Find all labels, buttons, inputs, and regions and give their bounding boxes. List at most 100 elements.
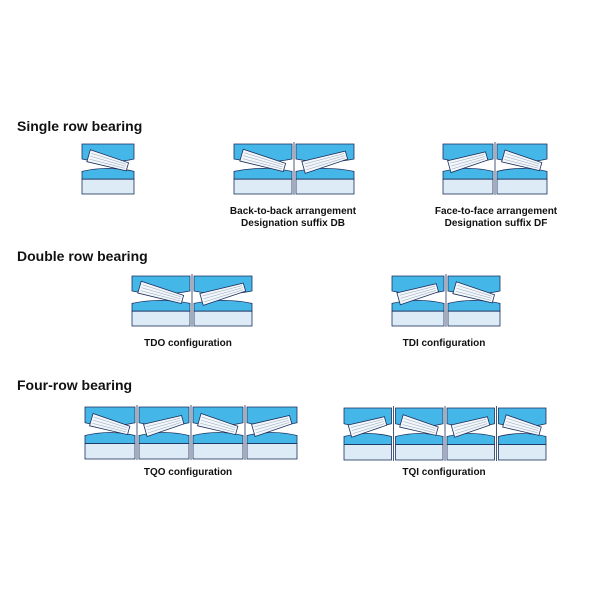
roller-shading [89, 159, 125, 169]
roller-shading [94, 416, 128, 428]
row-2 [191, 274, 253, 327]
roller-shading [451, 156, 485, 167]
roller-shading [400, 288, 436, 299]
caption-df: Face-to-face arrangement Designation suf… [435, 206, 557, 230]
row-3 [190, 405, 244, 460]
roller-shading [352, 423, 385, 434]
roller-shading [203, 287, 243, 300]
roller-shading [202, 416, 236, 428]
bearing-tdi [391, 274, 501, 327]
bore-race [193, 310, 253, 327]
roller-shading [306, 157, 346, 171]
row-1 [81, 143, 135, 195]
caption-tqi: TQI configuration [402, 467, 485, 479]
roller-shading [141, 287, 181, 300]
roller-shading [255, 420, 289, 431]
row-1 [84, 406, 136, 460]
roller-shading [148, 422, 182, 434]
roller-shading [505, 424, 538, 433]
roller-shading [147, 420, 181, 431]
caption-tdi: TDI configuration [403, 338, 486, 350]
row-2 [293, 142, 355, 195]
row-2 [494, 142, 548, 195]
roller-shading [506, 421, 539, 431]
roller-shading [243, 155, 283, 168]
roller-shading [256, 422, 290, 434]
roller-shading [402, 424, 435, 433]
roller-shading [140, 290, 181, 302]
bore-race [246, 443, 298, 460]
row-3 [444, 406, 495, 461]
heading-double-row: Double row bearing [17, 248, 148, 264]
roller-shading [506, 153, 540, 165]
roller-shading [404, 418, 436, 429]
roller-shading [200, 423, 235, 433]
bore-race [343, 444, 392, 461]
roller-shading [504, 159, 539, 169]
row-2 [136, 405, 190, 460]
roller-shading [91, 153, 127, 165]
roller-shading [351, 421, 384, 431]
caption-df-line-2: Designation suffix DF [444, 218, 548, 229]
heading-four-row: Four-row bearing [17, 377, 133, 393]
bearing-tqi [343, 406, 547, 461]
roller-shading [454, 421, 487, 431]
bore-race [138, 443, 190, 460]
roller-shading [142, 284, 182, 298]
caption-tqi-line-1: TQI configuration [402, 467, 486, 478]
bore-race [81, 178, 135, 195]
roller-shading [452, 158, 486, 170]
bore-race [442, 178, 494, 195]
bearing-single-row [81, 143, 135, 195]
roller-shading [455, 423, 488, 434]
bore-race [446, 444, 495, 461]
roller-shading [201, 420, 235, 431]
bore-race [233, 178, 293, 195]
caption-db-line-2: Designation suffix DB [241, 218, 345, 229]
roller-shading [455, 291, 491, 301]
bore-race [496, 178, 548, 195]
roller-shading [401, 290, 437, 302]
caption-db-line-1: Back-to-back arrangement [229, 206, 357, 217]
roller-shading [505, 156, 539, 167]
roller-shading [92, 423, 127, 433]
roller-shading [146, 417, 181, 427]
bore-race [395, 444, 444, 461]
bearing-tdo [131, 274, 253, 327]
bore-race [84, 443, 136, 460]
roller-shading [93, 420, 127, 431]
bore-race [192, 443, 244, 460]
caption-tqo-line-1: TQO configuration [143, 467, 233, 478]
roller-shading [456, 288, 492, 299]
roller-shading [242, 158, 283, 170]
caption-tqo: TQO configuration [144, 467, 232, 479]
roller-shading [305, 155, 345, 168]
roller-shading [254, 417, 289, 427]
row-2 [393, 406, 444, 461]
roller-shading [204, 289, 244, 303]
bore-race [447, 310, 501, 327]
roller-shading [90, 156, 126, 167]
roller-shading [507, 418, 539, 429]
caption-df-line-1: Face-to-face arrangement [434, 206, 558, 217]
bore-race [295, 178, 355, 195]
roller-shading [304, 153, 345, 165]
heading-single-row: Single row bearing [17, 118, 143, 134]
bearing-tqo [84, 405, 298, 460]
roller-shading [399, 286, 435, 296]
bore-race [131, 310, 191, 327]
row-2 [445, 274, 501, 327]
roller-shading [403, 421, 436, 431]
row-1 [233, 143, 293, 195]
bore-race [498, 444, 547, 461]
caption-tdi-line-1: TDI configuration [402, 338, 486, 349]
roller-shading [202, 285, 243, 297]
row-1 [131, 275, 191, 327]
bearing-face-to-face-df [442, 142, 548, 195]
row-1 [343, 407, 392, 461]
roller-shading [450, 154, 485, 164]
caption-tdo: TDO configuration [144, 338, 232, 350]
bore-race [391, 310, 445, 327]
caption-tdo-line-1: TDO configuration [144, 338, 232, 349]
bearing-back-to-back-db [233, 142, 355, 195]
